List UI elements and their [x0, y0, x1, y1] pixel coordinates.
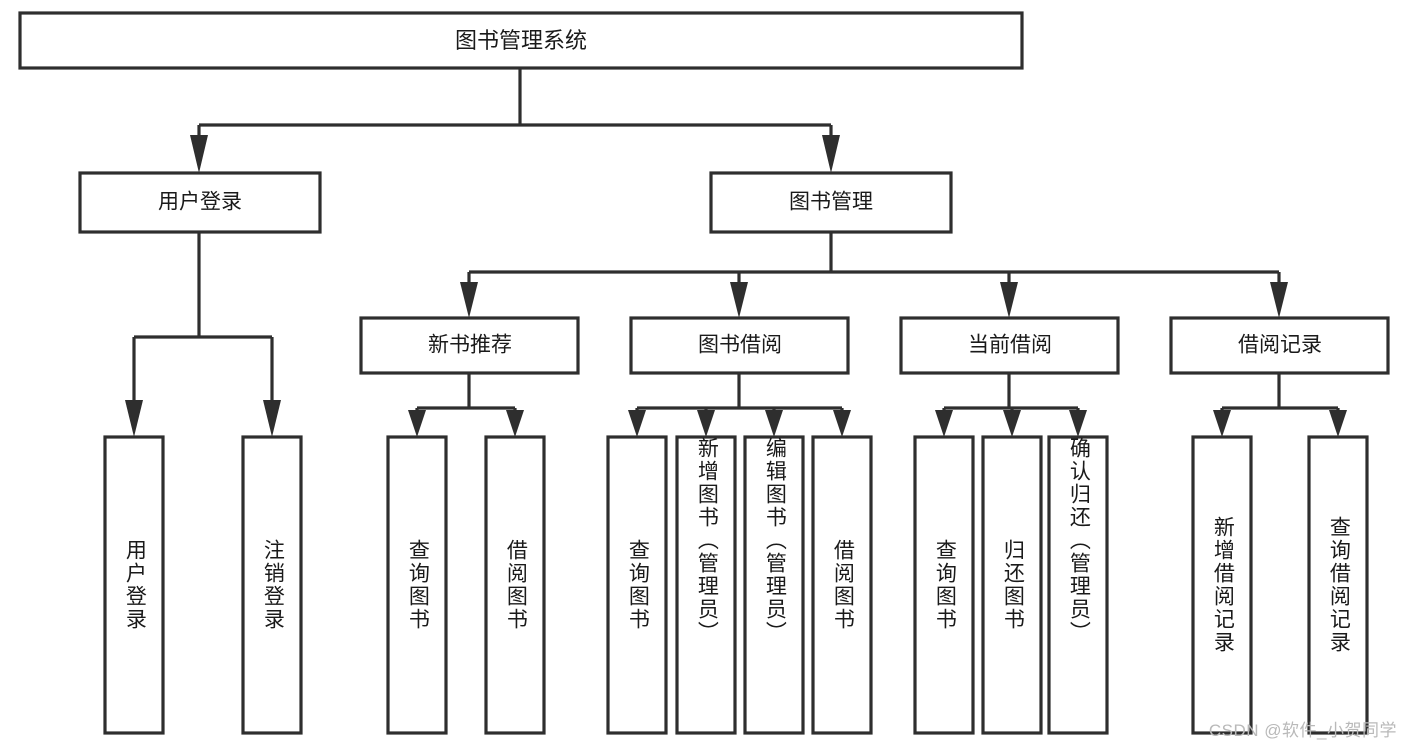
node-box-leaf-book-borrow-2[interactable]	[675, 435, 737, 735]
arrow-head-bookborrow-leaf3	[765, 410, 783, 437]
arrow-head-newbook-leaf2	[506, 410, 524, 437]
node-label-book-management: 图书管理	[789, 191, 873, 214]
node-box-book-borrow[interactable]	[629, 316, 850, 375]
node-label-book-borrow: 图书借阅	[698, 334, 782, 357]
arrow-head-user-login	[190, 135, 208, 173]
node-box-leaf-user-login-2[interactable]	[241, 435, 303, 735]
node-box-root[interactable]	[18, 11, 1024, 70]
node-label-borrow-record: 借阅记录	[1238, 334, 1322, 357]
node-box-leaf-book-borrow-4[interactable]	[811, 435, 873, 735]
node-box-leaf-new-book-1[interactable]	[386, 435, 448, 735]
node-box-book-management[interactable]	[709, 171, 953, 234]
arrow-head-user-login-leaf2	[263, 400, 281, 437]
arrow-head-newbook-leaf1	[408, 410, 426, 437]
watermark-label: CSDN @软件_小贺同学	[1208, 721, 1397, 740]
node-label-root: 图书管理系统	[455, 28, 587, 53]
node-box-leaf-borrow-record-2[interactable]	[1307, 435, 1369, 735]
arrow-head-borrowrecord-leaf1	[1213, 410, 1231, 437]
node-box-new-book-recommend[interactable]	[359, 316, 580, 375]
arrow-head-user-login-leaf1	[125, 400, 143, 437]
node-box-borrow-record[interactable]	[1169, 316, 1390, 375]
arrow-head-new-book	[460, 282, 478, 318]
arrow-head-bookborrow-leaf2	[697, 410, 715, 437]
node-box-current-borrow[interactable]	[899, 316, 1120, 375]
arrow-head-borrowrecord-leaf2	[1329, 410, 1347, 437]
node-box-user-login[interactable]	[78, 171, 322, 234]
node-label-user-login: 用户登录	[158, 191, 242, 214]
arrow-head-borrow-record	[1270, 282, 1288, 318]
node-label-current-borrow: 当前借阅	[968, 334, 1052, 357]
node-box-leaf-borrow-record-1[interactable]	[1191, 435, 1253, 735]
arrow-head-bookborrow-leaf4	[833, 410, 851, 437]
arrow-head-currentborrow-leaf3	[1069, 410, 1087, 437]
arrow-head-book-borrow	[730, 282, 748, 318]
node-box-leaf-book-borrow-3[interactable]	[743, 435, 805, 735]
arrow-head-bookborrow-leaf1	[628, 410, 646, 437]
arrow-head-current-borrow	[1000, 282, 1018, 318]
arrow-head-book-mgmt	[822, 135, 840, 173]
node-box-leaf-new-book-2[interactable]	[484, 435, 546, 735]
node-label-new-book-recommend: 新书推荐	[428, 334, 512, 357]
node-box-leaf-current-borrow-1[interactable]	[913, 435, 975, 735]
arrow-head-currentborrow-leaf1	[935, 410, 953, 437]
node-box-leaf-current-borrow-3[interactable]	[1047, 435, 1109, 735]
node-box-leaf-book-borrow-1[interactable]	[606, 435, 668, 735]
node-box-leaf-user-login-1[interactable]	[103, 435, 165, 735]
arrow-head-currentborrow-leaf2	[1003, 410, 1021, 437]
node-box-leaf-current-borrow-2[interactable]	[981, 435, 1043, 735]
